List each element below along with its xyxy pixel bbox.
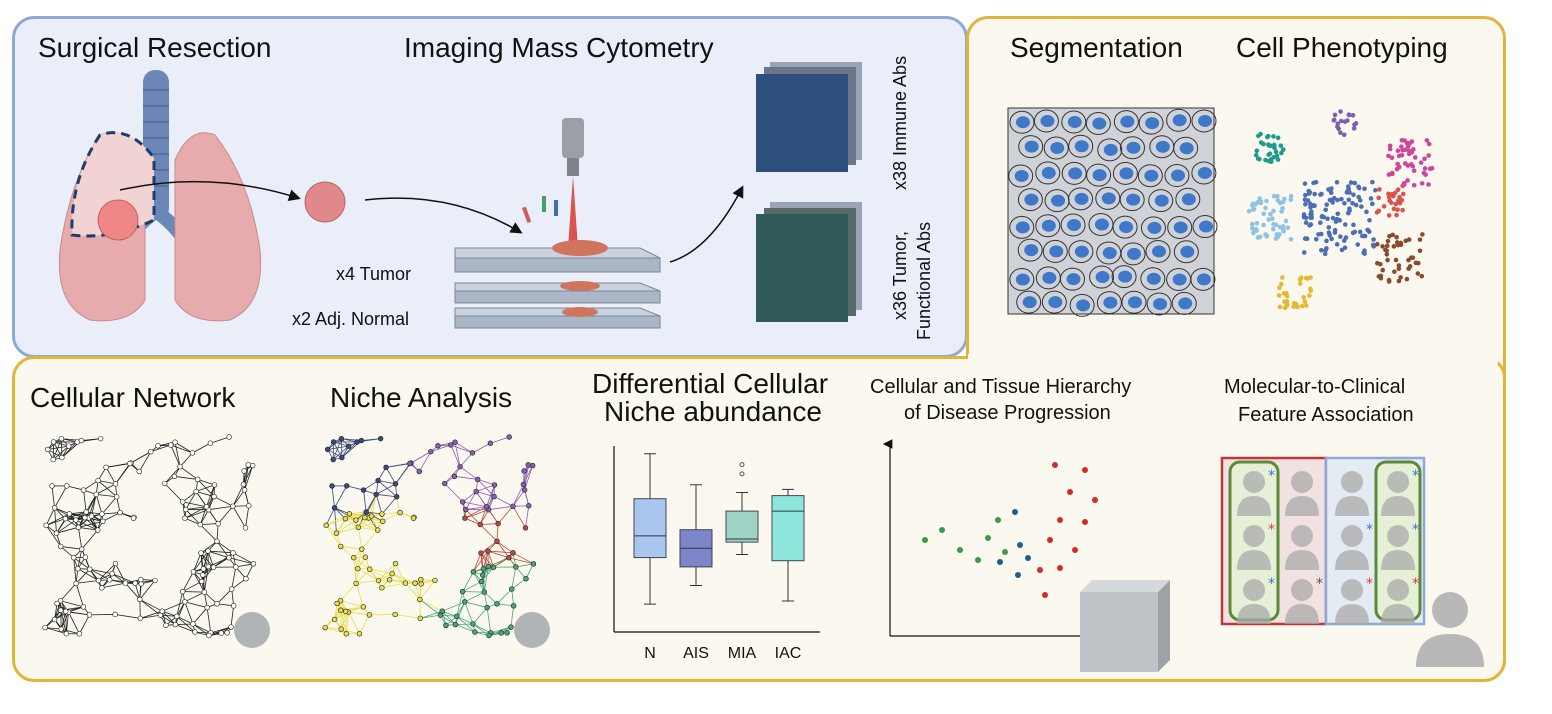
box-plot: N AIS MIA IAC [613,446,820,662]
excised-tumor [304,181,346,223]
svg-text:*: * [1268,522,1275,538]
niche-analysis-title: Niche Analysis [330,382,513,413]
svg-text:*: * [1412,522,1419,538]
tumor-count-label: x4 Tumor [336,264,412,284]
tumor-abs-label: x36 Tumor, [890,230,910,320]
phenotyping-title: Cell Phenotyping [1236,32,1448,63]
imc-slides [454,118,661,329]
hierarchy-scatter [882,439,1170,672]
functional-abs-label: Functional Abs [914,221,934,340]
x-tick-iac: IAC [775,645,802,662]
x-tick-n: N [644,645,656,662]
hierarchy-title-line2: of Disease Progression [904,402,1111,424]
phenotyping-scatter [1246,109,1435,311]
panel-joiner [968,354,1498,364]
immune-abs-label: x38 Immune Abs [890,55,910,190]
normal-count-label: x2 Adj. Normal [292,309,410,329]
association-title-line1: Molecular-to-Clinical [1224,376,1406,398]
workflow-arrows [119,180,744,263]
cellular-network-graph [42,434,270,648]
svg-text:*: * [1268,468,1275,484]
svg-text:*: * [1366,576,1373,592]
differential-title-line2: Niche abundance [604,396,822,427]
cellular-network-title: Cellular Network [30,382,236,413]
svg-text:*: * [1268,576,1275,592]
svg-text:*: * [1412,576,1419,592]
surgical-resection-title: Surgical Resection [38,32,272,63]
niche-network-graph [322,434,550,648]
lungs-illustration [58,70,262,322]
hierarchy-title-line1: Cellular and Tissue Hierarchy [870,376,1132,398]
svg-text:*: * [1412,468,1419,484]
box-mia [725,510,759,543]
x-tick-ais: AIS [683,645,709,662]
svg-text:*: * [1316,576,1323,592]
association-title-line2: Feature Association [1238,404,1414,426]
differential-title-line1: Differential Cellular [592,368,829,399]
imc-title: Imaging Mass Cytometry [404,32,714,63]
segmentation-image [1007,107,1218,317]
svg-text:*: * [1366,522,1373,538]
box-iac [771,495,805,562]
image-stacks [756,62,862,322]
association-grid: * * * * * * * * * [1220,456,1484,667]
segmentation-title: Segmentation [1010,32,1183,63]
box-n [633,498,667,559]
x-tick-mia: MIA [728,645,757,662]
